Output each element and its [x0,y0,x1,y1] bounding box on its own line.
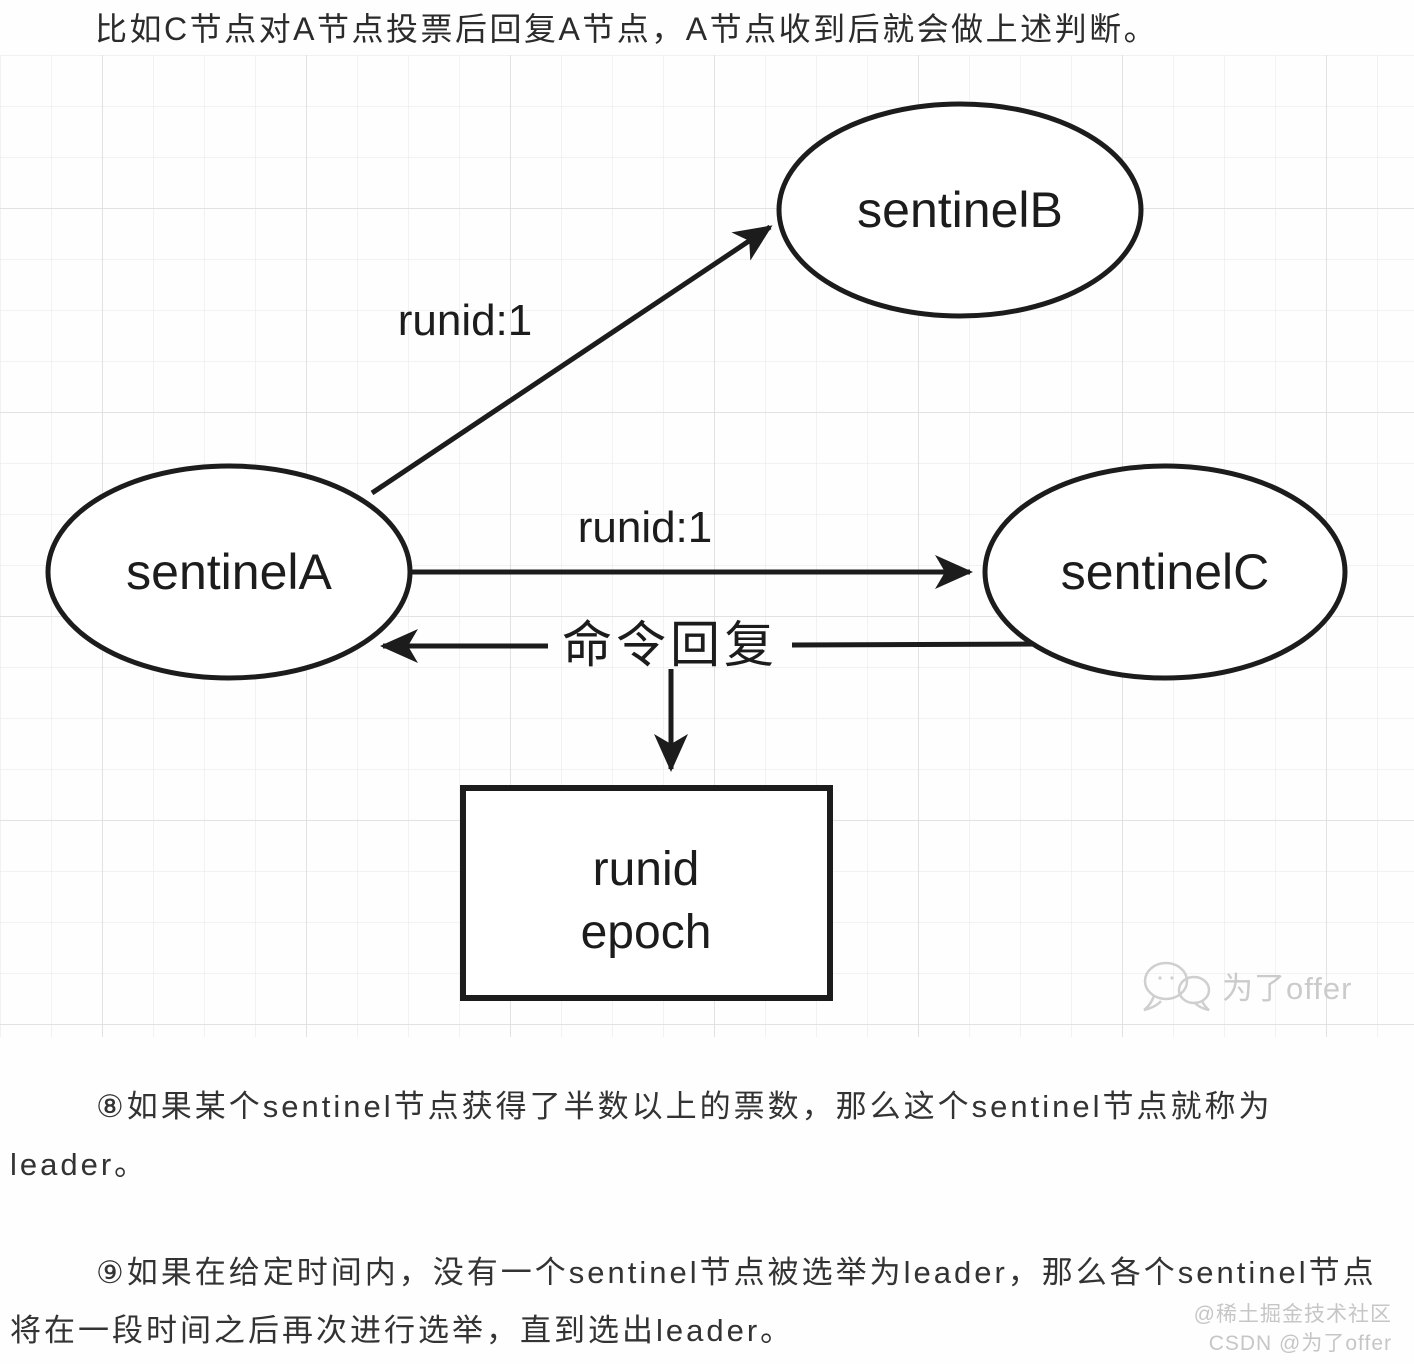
edge-label-command-reply: 命令回复 [562,617,778,673]
node-sentinelC: sentinelC [982,463,1348,681]
paragraph-9: ⑨如果在给定时间内，没有一个sentinel节点被选举为leader，那么各个s… [10,1255,1377,1348]
csdn-watermark: CSDN @为了offer [1208,1332,1392,1355]
edge-label-runid-a-c: runid:1 [578,503,713,552]
node-sentinelB-label: sentinelB [857,182,1063,238]
wechat-watermark-text: 为了offer [1222,971,1352,1006]
sentinel-vote-diagram: runid:1 runid:1 命令回复 sentinelA sentinelB… [0,55,1414,1040]
edge-label-runid-a-b: runid:1 [398,296,533,345]
node-sentinelC-label: sentinelC [1061,544,1269,600]
arrow-a-to-b [370,224,773,496]
arrow-c-to-a-right-segment [791,641,1039,648]
box-label-runid: runid [593,843,700,896]
diagram-canvas: runid:1 runid:1 命令回复 sentinelA sentinelB… [0,55,1414,1037]
paragraph-8: ⑧如果某个sentinel节点获得了半数以上的票数，那么这个sentinel节点… [10,1089,1273,1182]
box-label-epoch: epoch [581,906,712,959]
juejin-watermark: @稀土掘金技术社区 [1193,1303,1392,1326]
intro-text: 比如C节点对A节点投票后回复A节点，A节点收到后就会做上述判断。 [95,11,1159,47]
wechat-icon [1143,961,1211,1012]
runid-epoch-box: runid epoch [460,785,833,1001]
wechat-watermark: 为了offer [1143,961,1352,1012]
node-sentinelA-label: sentinelA [126,544,332,600]
node-sentinelA: sentinelA [45,463,413,681]
node-sentinelB: sentinelB [776,101,1144,319]
footer-watermarks: @稀土掘金技术社区 CSDN @为了offer [1194,1300,1392,1358]
